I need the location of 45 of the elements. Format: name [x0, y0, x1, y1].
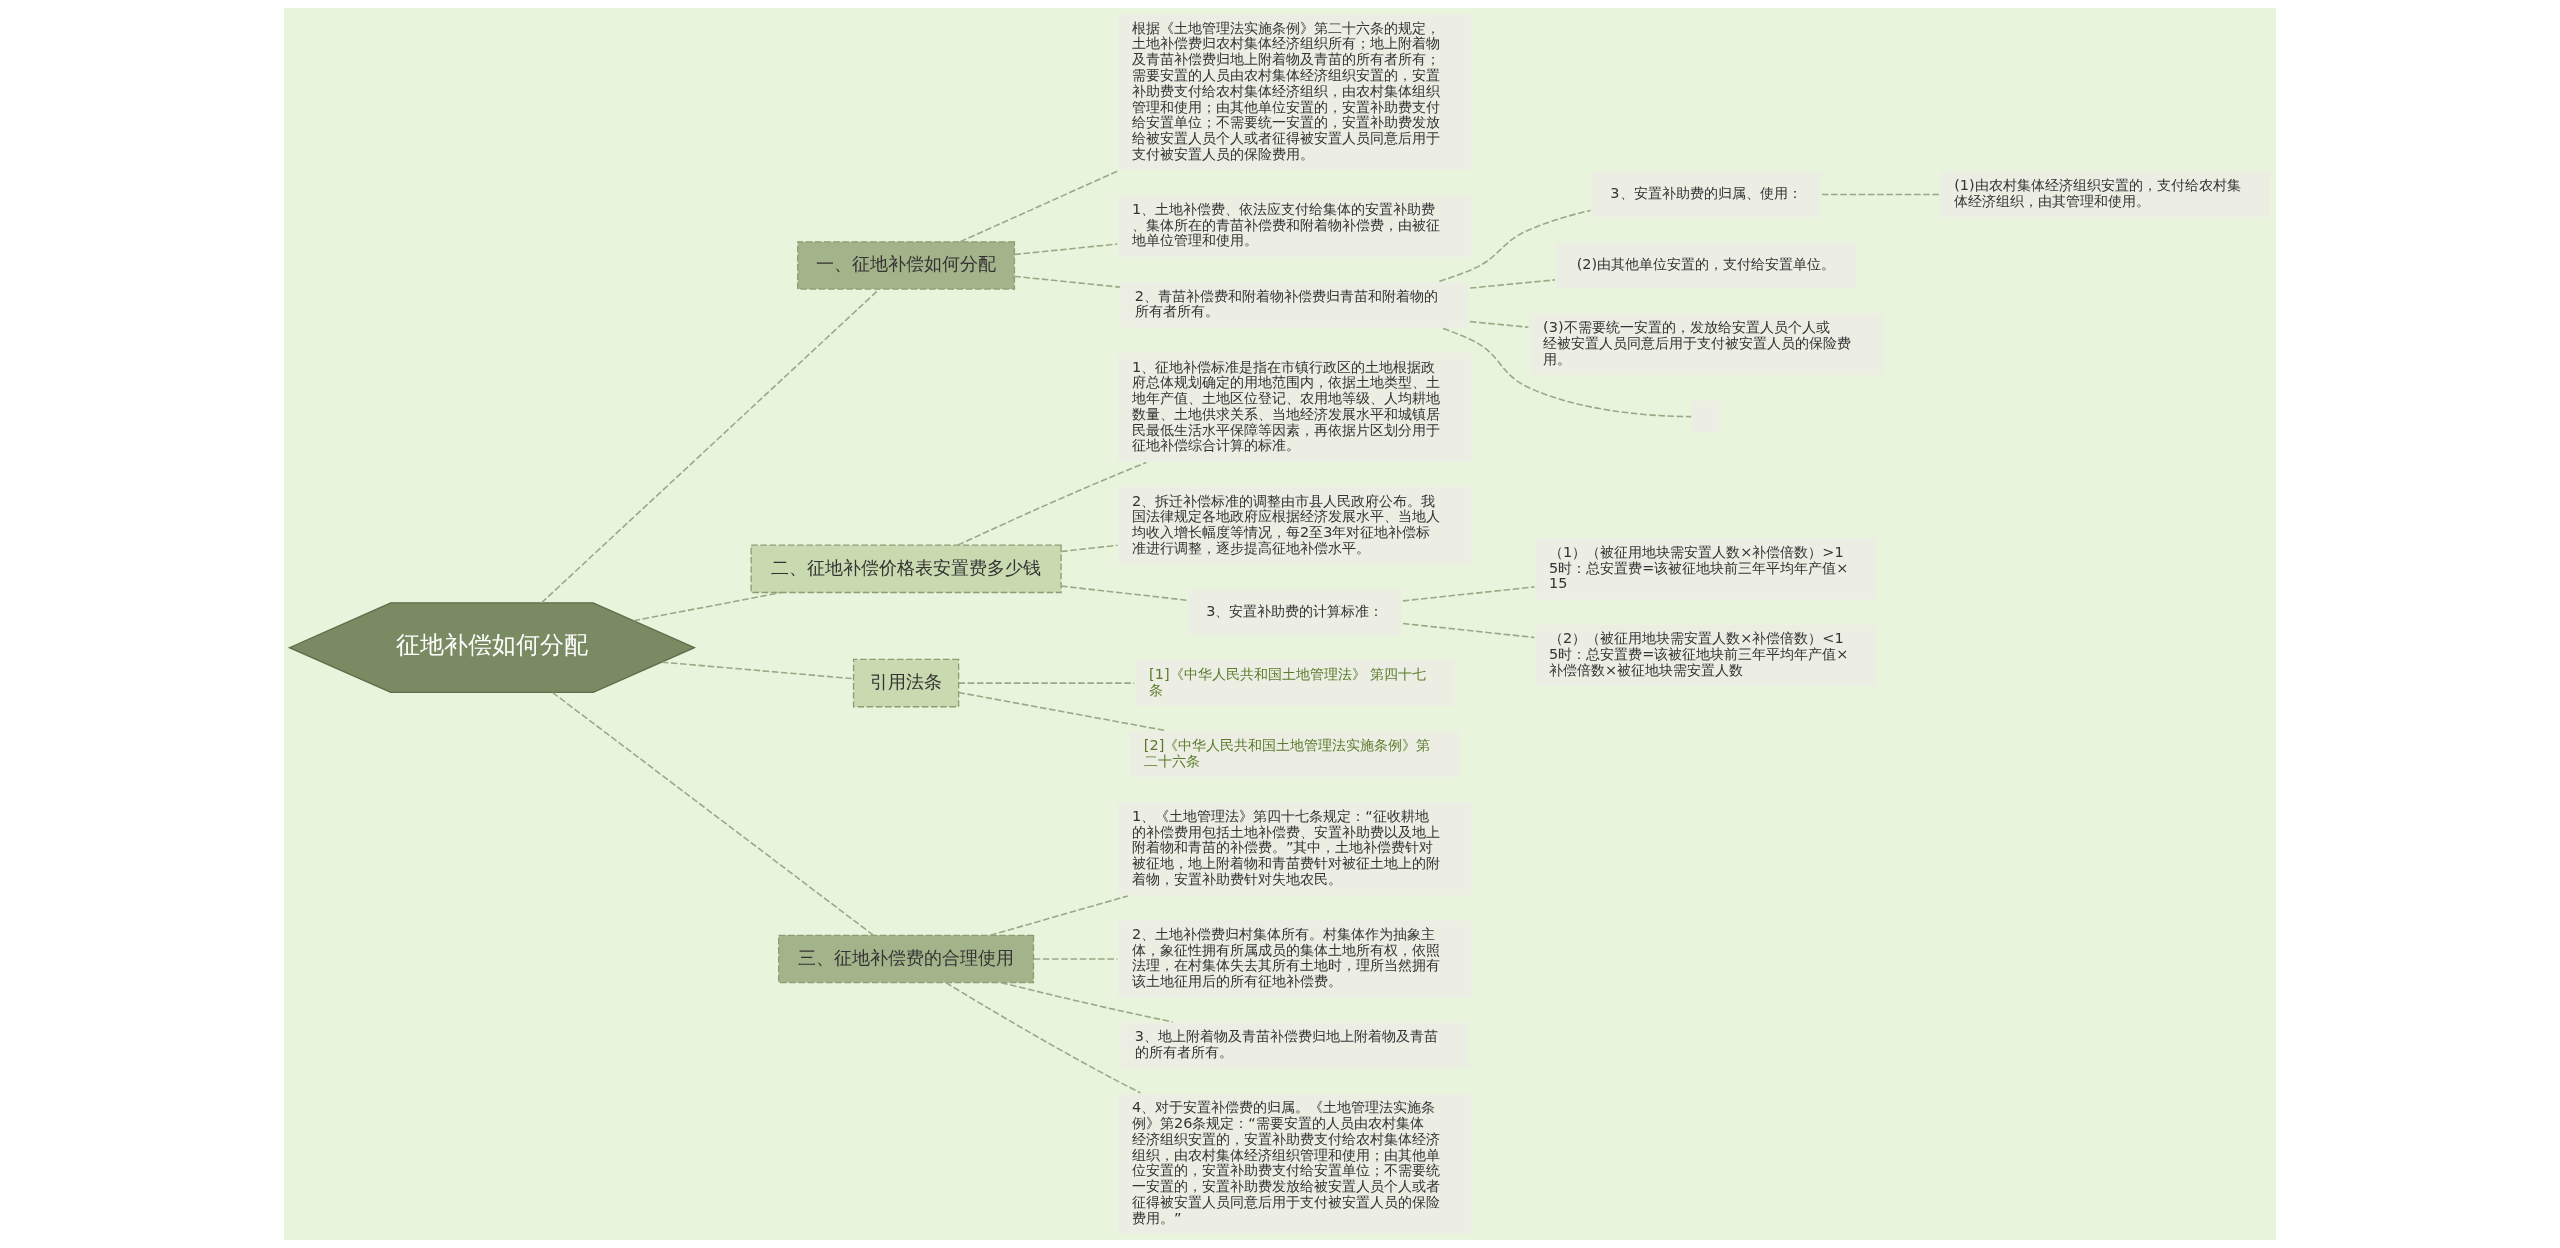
node-box: 2、拆迁补偿标准的调整由市县人民政府公布。我国法律规定各地政府应根据经济发展水平、当地人均收入增长幅度等情况，每2至3年对征地补偿标准进行调整，逐步提高征地补偿水平。: [1116, 485, 1473, 566]
connector: [1442, 327, 1692, 418]
connector: [959, 170, 1119, 243]
connector: [1469, 320, 1530, 329]
node-box: 三、征地补偿费的合理使用: [778, 934, 1035, 984]
node-box: （1）（被征用地块需安置人数×补偿倍数）>15时：总安置费=该被征地块前三年平均年产值×15: [1533, 536, 1879, 601]
connector: [1013, 275, 1121, 288]
connector: [551, 691, 875, 936]
node-box: （2）（被征用地块需安置人数×补偿倍数）<15时：总安置费=该被征地块前三年平均年产值×补偿倍数×被征地块需安置人数: [1533, 623, 1879, 688]
connector: [1060, 544, 1119, 553]
node-box: (3)不需要统一安置的，发放给安置人员个人或经被安置人员同意后用于支付被安置人员的保险费用。: [1528, 312, 1884, 377]
node-box: 2、青苗补偿费和附着物补偿费归青苗和附着物的所有者所有。: [1119, 280, 1471, 330]
node-box: [1]《中华人民共和国土地管理法》 第四十七条: [1133, 658, 1456, 708]
connector: [957, 461, 1148, 546]
node-box: 4、对于安置补偿费的归属。《土地管理法实施条例》第26条规定：“需要安置的人员由农村集体经济组织安置的，安置补助费支付给农村集体经济组织，由农村集体经济组织管理和使用；由其他单位安置的，安置补助费支付给安置单位；不需要统一安置的，安置补助费发放给被安置人员个人或者征得被安置人员同意后用于支付被安置人员的保险费用。”: [1116, 1092, 1473, 1236]
node-box: [2]《中华人民共和国土地管理法实施条例》第二十六条: [1128, 729, 1461, 779]
connector: [1402, 622, 1536, 639]
node-box: 1、征地补偿标准是指在市镇行政区的土地根据政府总体规划确定的用地范围内，依据土地类型、土地年产值、土地区位登记、农用地等级、人均耕地数量、土地供求关系、当地经济发展水平和城镇居民最低生活水平保障等因素，再依据片区划分用于征地补偿综合计算的标准。: [1116, 351, 1473, 464]
connector: [1469, 279, 1556, 289]
connector: [1000, 981, 1174, 1023]
connector: [632, 591, 782, 622]
node-box: (1)由农村集体经济组织安置的，支付给农村集体经济组织，由其管理和使用。: [1939, 170, 2272, 219]
node-box: 二、征地补偿价格表安置费多少钱: [750, 544, 1062, 594]
node-box: 1、《土地管理法》第四十七条规定：“征收耕地的补偿费用包括土地补偿费、安置补助费以及地上附着物和青苗的补偿费。”其中，土地补偿费针对被征地，地上附着物和青苗费针对被征土地上的附着物，安置补助费针对失地农民。: [1116, 800, 1473, 897]
connector: [989, 895, 1129, 937]
node-box: 3、安置补助费的归属、使用：: [1589, 170, 1823, 219]
connector: [1060, 585, 1188, 601]
node-box: 一、征地补偿如何分配: [797, 241, 1016, 290]
node-box: 根据《土地管理法实施条例》第二十六条的规定，土地补偿费归农村集体经济组织所有；地上附着物及青苗补偿费归地上附着物及青苗的所有者所有；需要安置的人员由农村集体经济组织安置的，安置补助费支付给农村集体经济组织，由农村集体组织管理和使用；由其他单位安置的，安置补助费支付给安置单位；不需要统一安置的，安置补助费发放给被安置人员个人或者征得被安置人员同意后用于支付被安置人员的保险费用。: [1116, 12, 1473, 172]
connector: [945, 981, 1142, 1094]
node-box: 2、土地补偿费归村集体所有。村集体作为抽象主体，象征性拥有所属成员的集体土地所有权，依照法理，在村集体失去其所有土地时，理所当然拥有该土地征用后的所有征地补偿费。: [1116, 918, 1473, 999]
connector: [1402, 586, 1536, 602]
node-box: 引用法条: [852, 658, 960, 708]
node-box: 1、土地补偿费、依法应支付给集体的安置补助费、集体所在的青苗补偿费和附着物补偿费，由被征地单位管理和使用。: [1116, 193, 1473, 259]
node-box: [1690, 399, 1722, 434]
node-box: (2)由其他单位安置的，支付给安置单位。: [1554, 241, 1858, 290]
connector: [957, 682, 1135, 684]
connector: [1821, 193, 1941, 196]
node-box: 3、安置补助费的计算标准：: [1186, 587, 1404, 637]
connector: [540, 288, 880, 604]
connector: [1013, 243, 1119, 256]
connector: [957, 691, 1166, 732]
node-box: 3、地上附着物及青苗补偿费归地上附着物及青苗的所有者所有。: [1119, 1021, 1471, 1070]
connector: [1438, 209, 1592, 282]
connector: [661, 661, 855, 680]
